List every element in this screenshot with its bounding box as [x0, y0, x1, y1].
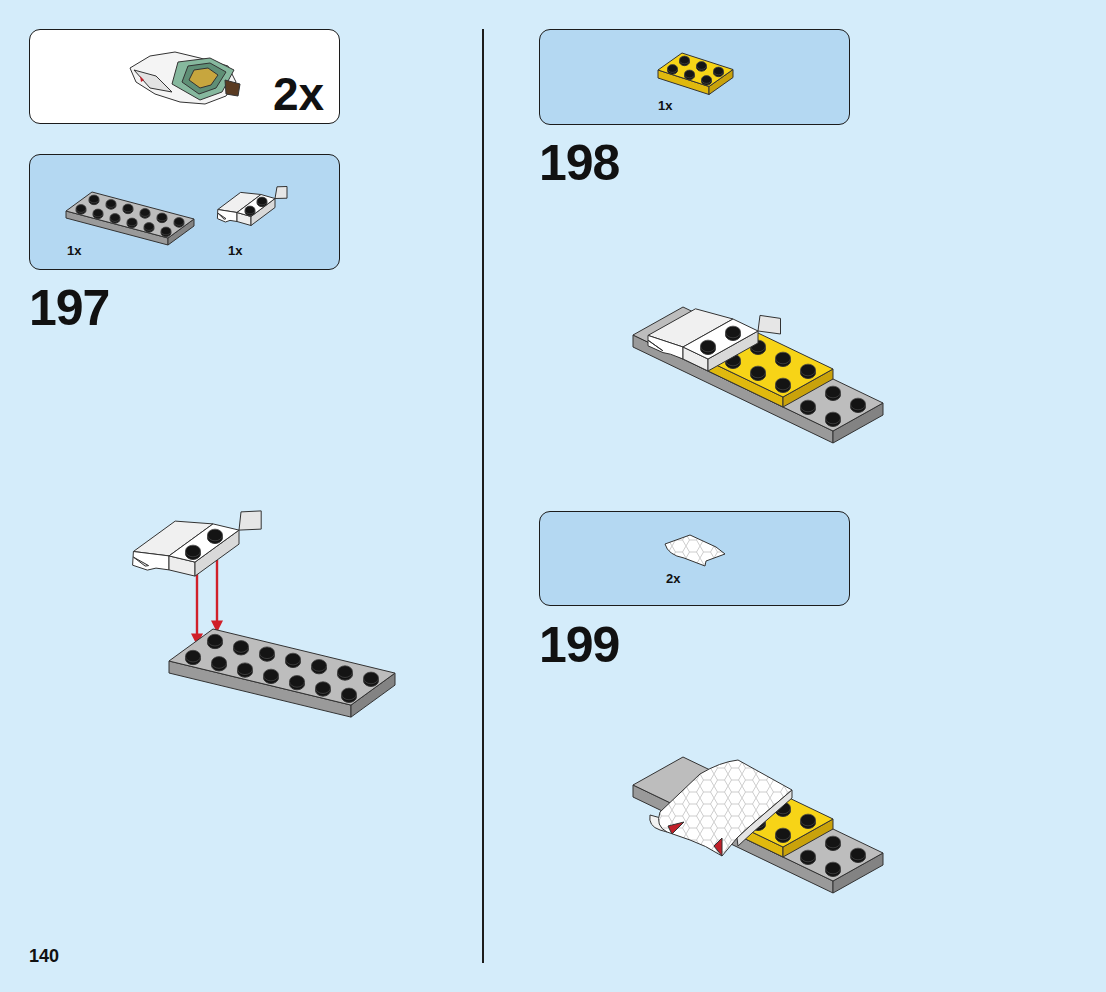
part-count: 2x — [666, 572, 680, 585]
step-number: 197 — [29, 283, 109, 333]
submodel-thumbnail — [130, 52, 240, 104]
yellow-plate-part — [658, 53, 733, 95]
page-number: 140 — [29, 947, 59, 965]
parts-list: 2x — [539, 511, 850, 606]
label-holder: 140 — [29, 947, 59, 966]
text-holder: 2x — [666, 569, 680, 587]
label-holder: 198 — [539, 138, 619, 188]
label-holder: 197 — [29, 283, 109, 333]
divider — [482, 29, 484, 963]
part-count: 1x — [67, 244, 81, 257]
assembly-arrows — [197, 560, 217, 643]
step-number: 198 — [539, 138, 619, 188]
text-holder: 2x — [273, 71, 324, 117]
curved-tile-part — [665, 535, 725, 566]
plate-part — [66, 192, 194, 245]
assembly-199 — [633, 757, 883, 893]
text-holder: 1x — [228, 241, 242, 259]
base-plate — [169, 629, 395, 717]
submodel-callout: 2x — [29, 29, 340, 124]
white-bracket — [133, 511, 262, 576]
parts-list: 1x — [539, 29, 850, 125]
white-bracket-part — [217, 187, 287, 226]
part-count: 1x — [228, 244, 242, 257]
assembly-198 — [633, 307, 883, 443]
curved-tiles — [650, 760, 792, 856]
step-number: 199 — [539, 620, 619, 670]
parts-list: 1x 1x — [29, 154, 340, 270]
text-holder: 1x — [67, 241, 81, 259]
text-holder: 1x — [658, 96, 672, 114]
part-count: 1x — [658, 99, 672, 112]
label-holder: 199 — [539, 620, 619, 670]
quantity: 2x — [273, 71, 324, 117]
